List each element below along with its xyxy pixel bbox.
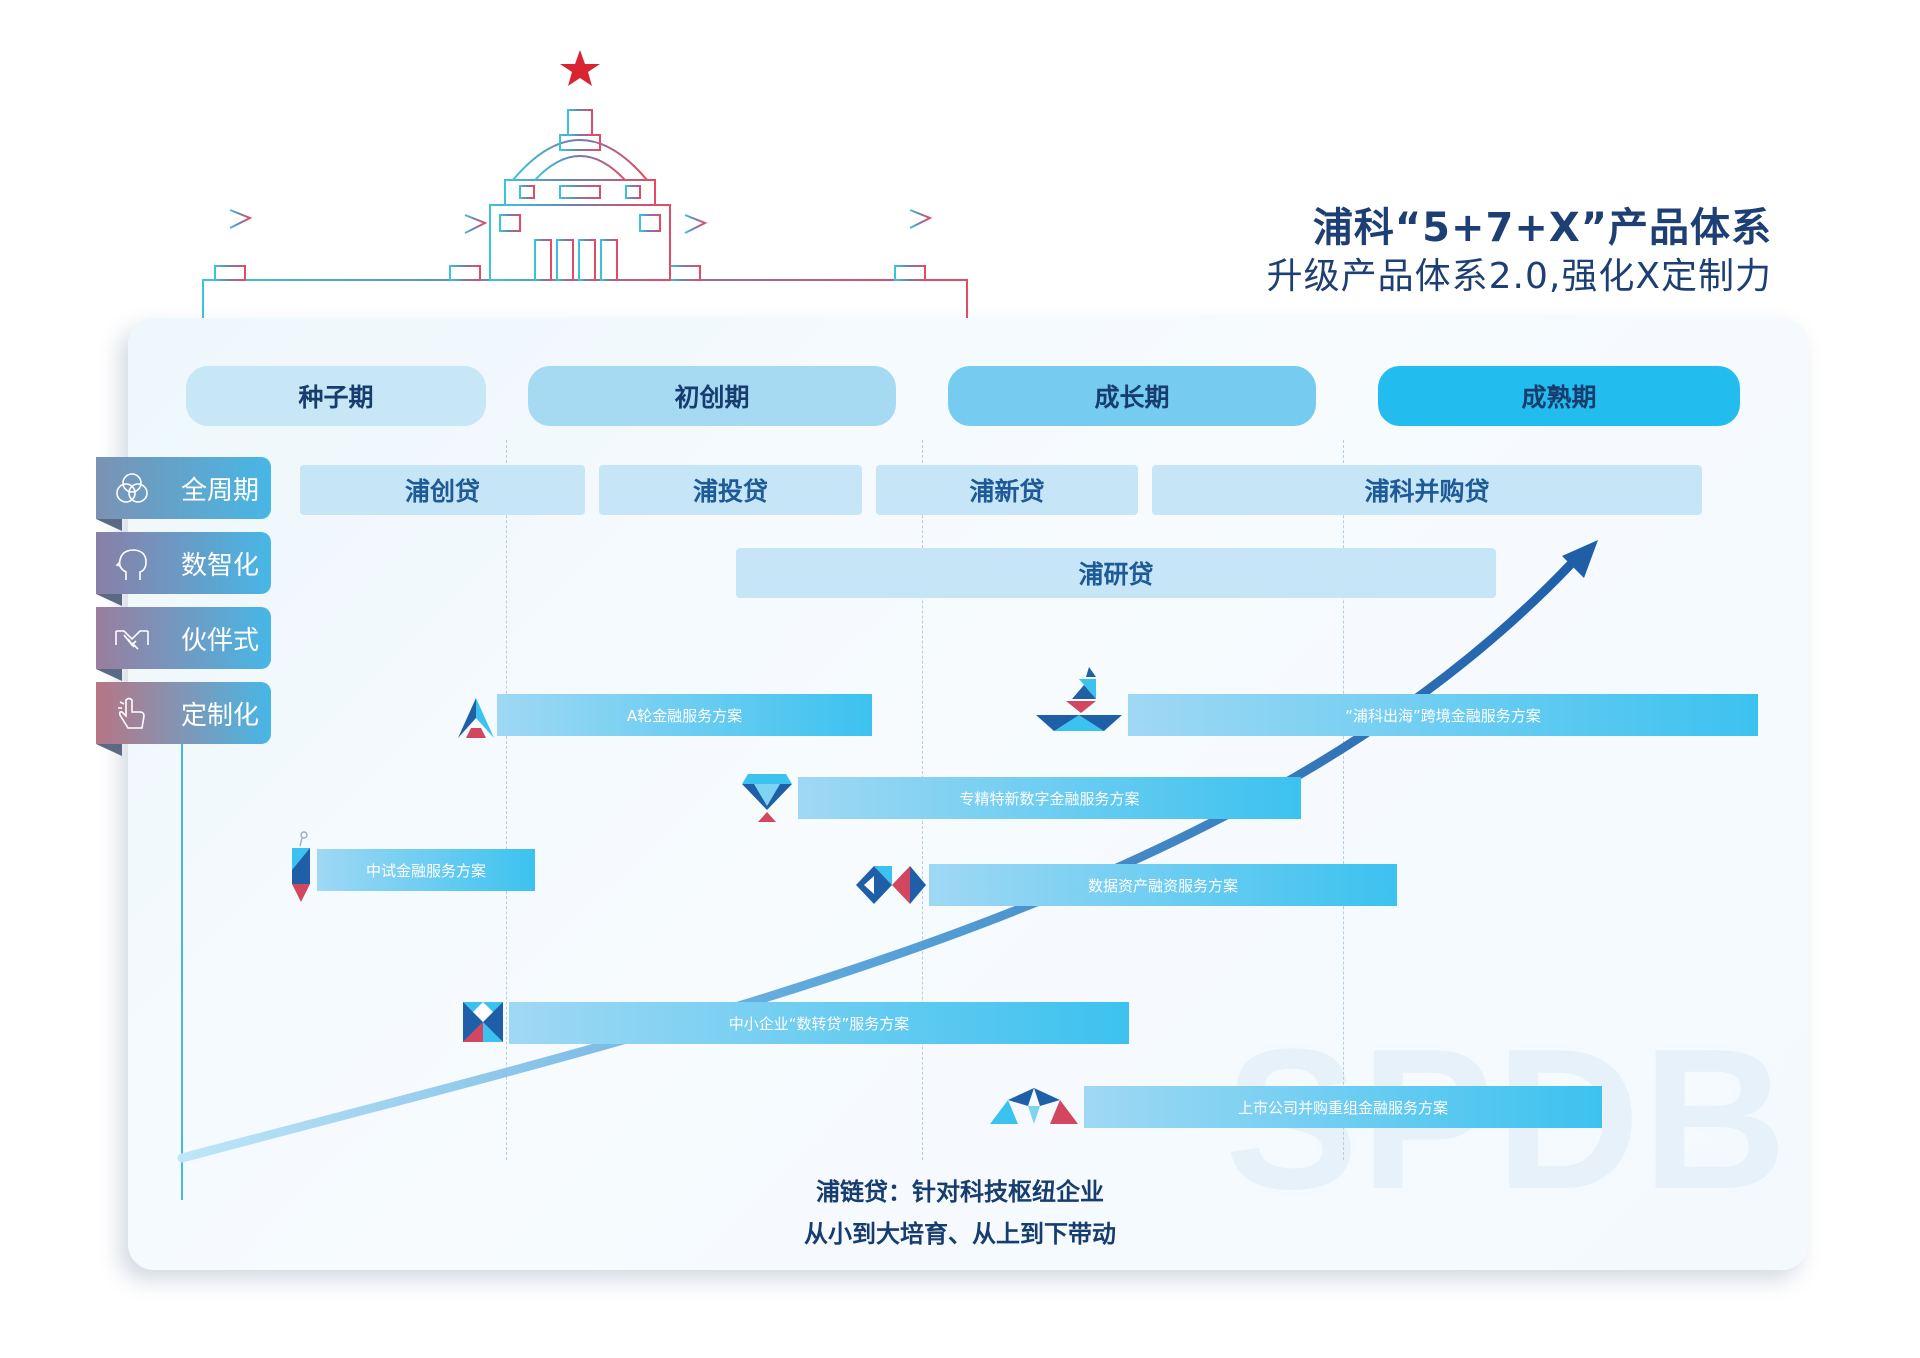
product-puchuang-loan: 浦创贷 xyxy=(300,465,585,515)
brain-head-icon xyxy=(115,549,147,580)
tab-label: 数智化 xyxy=(180,550,259,581)
product-puke-mna-loan: 浦科并购贷 xyxy=(1152,465,1702,515)
tangram-a-icon xyxy=(458,698,494,738)
plan-listed-mna: 上市公司并购重组金融服务方案 xyxy=(1084,1086,1602,1128)
tab-customization: 定制化 xyxy=(96,682,271,756)
tab-label: 伙伴式 xyxy=(180,625,259,656)
stage-mature: 成熟期 xyxy=(1378,366,1740,426)
plan-pilot-test: 中试金融服务方案 xyxy=(317,849,535,891)
plan-sme-digital-loan: 中小企业“数转贷”服务方案 xyxy=(509,1002,1129,1044)
stage-divider xyxy=(506,440,507,1160)
stage-startup: 初创期 xyxy=(528,366,896,426)
tab-digital-intelligence: 数智化 xyxy=(96,532,271,606)
stage-divider xyxy=(1343,440,1344,1160)
rings-icon xyxy=(116,473,148,503)
page-title: 浦科“5+7+X”产品体系 xyxy=(1312,205,1772,251)
tab-partnership: 伙伴式 xyxy=(96,607,271,681)
tangram-boat-icon xyxy=(1036,667,1122,731)
footer-line-1: 浦链贷：针对科技枢纽企业 xyxy=(816,1178,1104,1206)
plan-overseas-crossborder: “浦科出海”跨境金融服务方案 xyxy=(1128,694,1758,736)
red-star-icon xyxy=(560,50,600,86)
stage-growth: 成长期 xyxy=(948,366,1316,426)
plan-data-asset-financing: 数据资产融资服务方案 xyxy=(929,864,1397,906)
tangram-bridge-icon xyxy=(990,1088,1078,1124)
tab-full-cycle: 全周期 xyxy=(96,457,271,531)
product-putou-loan: 浦投贷 xyxy=(599,465,862,515)
footer-line-2: 从小到大培育、从上到下带动 xyxy=(804,1220,1116,1248)
tangram-fish-icon xyxy=(856,866,926,904)
tab-label: 定制化 xyxy=(180,700,259,731)
hand-pointer-icon xyxy=(118,697,145,729)
product-puyan-loan: 浦研贷 xyxy=(736,548,1496,598)
plan-specialized-digital: 专精特新数字金融服务方案 xyxy=(798,777,1301,819)
arrow-head-icon xyxy=(1562,540,1598,578)
building-illustration xyxy=(202,50,968,320)
stage-seed: 种子期 xyxy=(186,366,486,426)
tangram-square-icon xyxy=(463,1002,503,1042)
handshake-icon xyxy=(115,630,149,650)
plan-a-round: A轮金融服务方案 xyxy=(497,694,872,736)
tangram-diamond-icon xyxy=(742,774,792,822)
product-puxin-loan: 浦新贷 xyxy=(876,465,1138,515)
page-subtitle: 升级产品体系2.0,强化X定制力 xyxy=(1266,256,1772,297)
tab-label: 全周期 xyxy=(180,475,259,506)
tangram-pencil-icon xyxy=(292,831,310,902)
